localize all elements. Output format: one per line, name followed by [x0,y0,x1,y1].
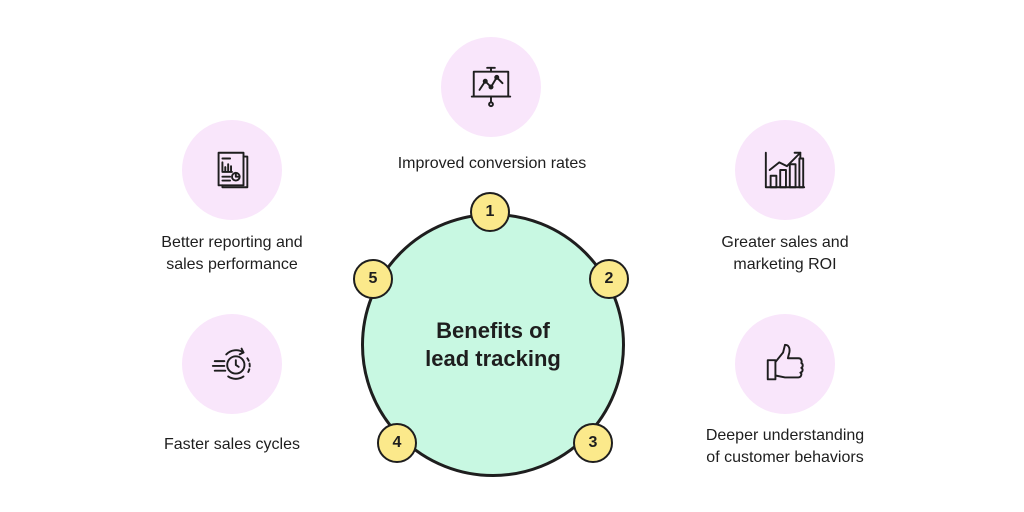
benefit-2-line-1: Greater sales and [721,234,849,251]
clock-bubble [182,314,282,414]
thumbs-bubble [735,314,835,414]
benefit-1-line-1: Improved conversion rates [397,155,587,172]
report-document-icon [217,151,249,189]
report-bubble [182,120,282,220]
center-title-line-2: lead tracking [425,346,561,371]
benefit-3-line-2: of customer behaviors [706,449,864,466]
number-badge-3: 3 [573,423,613,463]
benefit-label-2: Greater sales and marketing ROI [672,232,898,276]
fast-clock-icon [211,347,251,380]
benefit-5-line-2: sales performance [166,256,298,273]
benefit-label-1: Improved conversion rates [360,153,624,175]
benefit-4-line-1: Faster sales cycles [163,436,301,453]
thumbs-up-icon [766,343,804,381]
benefit-2-line-2: marketing ROI [733,256,837,273]
benefit-label-5: Better reporting and sales performance [120,232,344,276]
growth-bar-chart-icon [764,151,806,189]
benefit-label-4: Faster sales cycles [130,434,334,456]
growth-bubble [735,120,835,220]
benefit-label-3: Deeper understanding of customer behavio… [672,425,898,469]
benefit-5-line-1: Better reporting and [161,234,303,251]
center-title: Benefits of lead tracking [425,317,561,373]
number-badge-5: 5 [353,259,393,299]
number-badge-2: 2 [589,259,629,299]
presentation-bubble [441,37,541,137]
number-badge-1: 1 [470,192,510,232]
benefit-3-line-1: Deeper understanding [705,427,865,444]
number-badge-4: 4 [377,423,417,463]
presentation-chart-icon [470,66,512,108]
center-title-line-1: Benefits of [436,318,550,343]
